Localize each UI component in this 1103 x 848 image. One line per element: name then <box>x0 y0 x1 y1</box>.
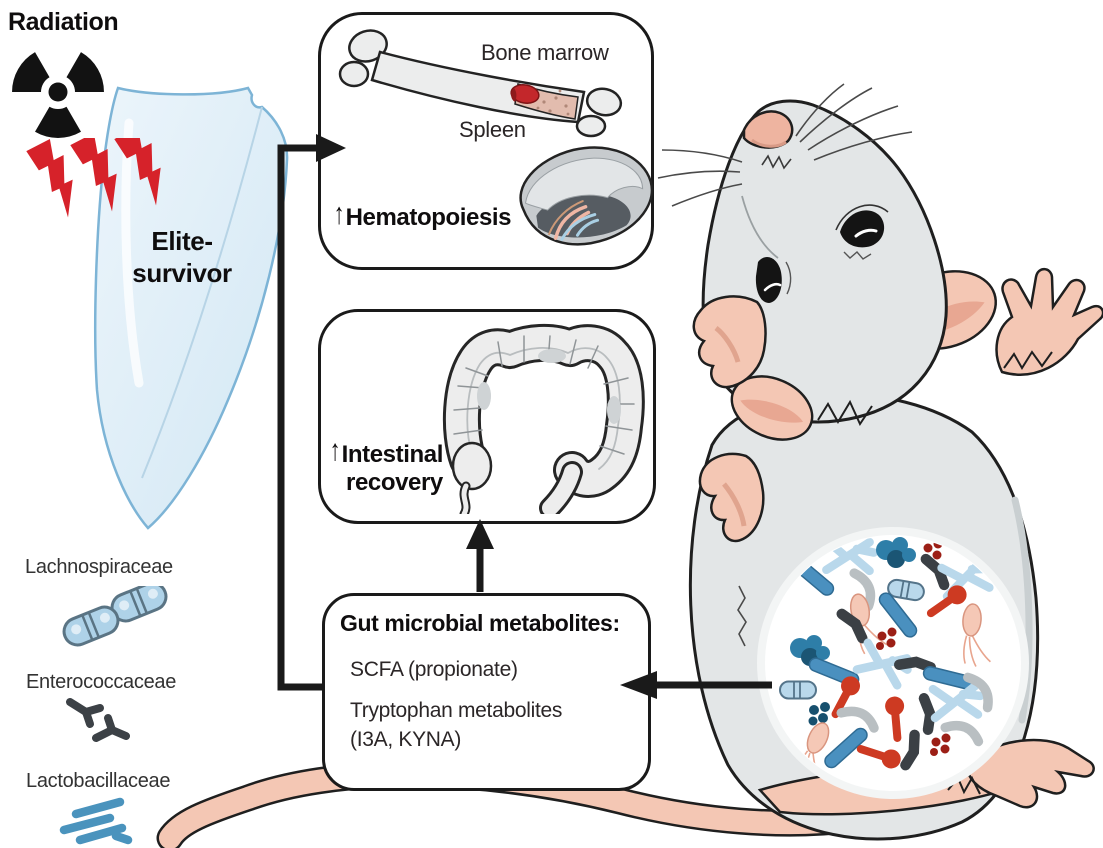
enterococcaceae-bacteria-icon <box>66 698 130 742</box>
hematopoiesis-text: Hematopoiesis <box>345 204 512 231</box>
gut-microbiome-circle <box>765 535 1021 791</box>
up-arrow-glyph: ↑ <box>329 433 341 468</box>
metabolites-box <box>322 593 651 791</box>
bone-marrow-label: Bone marrow <box>481 40 609 65</box>
spleen-label: Spleen <box>459 117 526 142</box>
legend-label-lactobacillaceae: Lactobacillaceae <box>26 770 171 792</box>
lachnospiraceae-bacteria-icon <box>62 586 168 647</box>
elite-survivor-line2: survivor <box>132 257 232 288</box>
metabolite-i3a-kyna: (I3A, KYNA) <box>350 728 462 751</box>
elite-survivor-shield <box>93 86 289 530</box>
lactobacillaceae-bacteria-icon <box>59 797 133 845</box>
elite-survivor-line1: Elite- <box>151 226 213 256</box>
microbiome-bacteria <box>779 532 997 790</box>
gut-microbiome-halo <box>757 527 1029 799</box>
hematopoiesis-label: ↑Hematopoiesis <box>333 197 512 232</box>
radiation-label: Radiation <box>8 8 119 36</box>
metabolites-title: Gut microbial metabolites: <box>340 610 620 636</box>
legend-label-lachnospiraceae: Lachnospiraceae <box>25 556 173 578</box>
metabolite-scfa: SCFA (propionate) <box>350 658 518 681</box>
up-arrow-glyph: ↑ <box>333 197 345 231</box>
feedback-elbow-arrow <box>277 144 322 691</box>
elite-survivor-label: Elite- survivor <box>112 226 252 289</box>
intestinal-recovery-label: ↑Intestinal recovery <box>329 434 444 498</box>
metabolite-tryptophan: Tryptophan metabolites <box>350 699 563 722</box>
legend-label-enterococcaceae: Enterococcaceae <box>26 671 177 693</box>
radiation-trefoil-icon <box>8 49 108 138</box>
recovery-text: recovery <box>346 469 443 497</box>
intestinal-text: Intestinal <box>341 441 444 468</box>
